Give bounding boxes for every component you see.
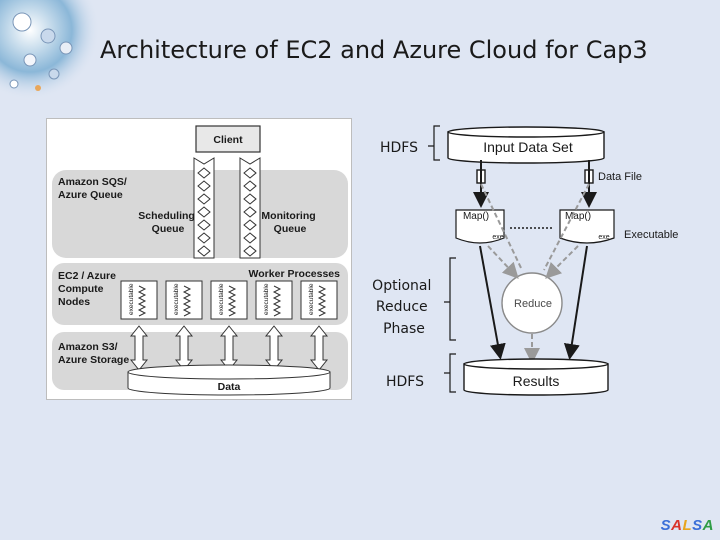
logo-letter: A [671,517,683,534]
logo-letter: A [702,517,714,534]
arrow-map-right-to-results [563,245,588,360]
worker-executable-label: executable [263,283,270,315]
compute-layer-label: EC2 / Azure Compute Nodes [58,270,119,308]
worker-executable-label: executable [308,283,315,315]
logo-letter: L [682,517,693,534]
data-file-label: Data File [598,171,642,183]
worker-process [255,280,293,320]
worker-processes-label: Worker Processes [249,268,341,280]
reduce-label: Reduce [514,298,552,310]
queue-layer-label: Amazon SQS/ Azure Queue [58,176,130,201]
hdfs-bottom-bracket [444,353,456,393]
worker-process [120,280,158,320]
worker-executable-label: executable [128,283,135,315]
logo-letter: S [692,517,703,534]
arrow-map-right-to-reduce [545,245,579,279]
map-box-left [455,209,505,244]
arrow-map-left-to-results [479,245,506,360]
monitoring-queue [239,157,261,259]
input-data-set [447,126,605,164]
client-box [195,125,261,153]
cloud-architecture-diagram: Client Amazon SQS/ Azure Queue Schedulin… [46,118,352,400]
worker-executable-labels: executable executable executable executa… [128,283,315,315]
executable-label: Executable [624,229,678,241]
scheduling-queue-label: Scheduling Queue [138,210,198,235]
mapreduce-diagram: HDFS Input Data Set Data File Map() Map(… [372,125,678,396]
client-label: Client [213,134,243,146]
worker-executable-label: executable [173,283,180,315]
decorative-globe-image [0,0,100,100]
input-data-set-label: Input Data Set [483,139,573,155]
exe-left-label: exe [492,234,503,241]
monitoring-queue-label: Monitoring Queue [261,210,318,235]
worker-executable-label: executable [218,283,225,315]
map-left-label: Map() [463,211,489,222]
map-right-label: Map() [565,211,591,222]
hdfs-top-label: HDFS [380,140,418,156]
worker-zigzags [137,285,327,317]
logo-letter: S [660,517,672,534]
worker-process [300,280,338,320]
reduce-node [501,272,563,334]
hdfs-bottom-label: HDFS [386,374,424,390]
results-store [463,358,609,396]
slide-title: Architecture of EC2 and Azure Cloud for … [100,36,648,64]
optional-reduce-bracket [444,257,456,341]
worker-process [210,280,248,320]
optional-reduce-phase-label: Optional Reduce Phase [372,278,436,337]
worker-process [165,280,203,320]
exe-right-label: exe [598,234,609,241]
map-box-right [559,209,615,244]
worker-processes [120,280,338,320]
scheduling-queue [193,157,215,259]
storage-layer-label: Amazon S3/ Azure Storage [58,341,129,366]
arrow-map-left-to-reduce [487,245,519,279]
hdfs-top-bracket [428,125,440,161]
results-label: Results [513,373,560,389]
storage-arrows [129,325,329,371]
salsa-logo: SALSA [661,517,714,534]
arrow-input-to-reduce-right [543,183,590,271]
data-label: Data [218,381,241,393]
data-store [127,364,331,396]
